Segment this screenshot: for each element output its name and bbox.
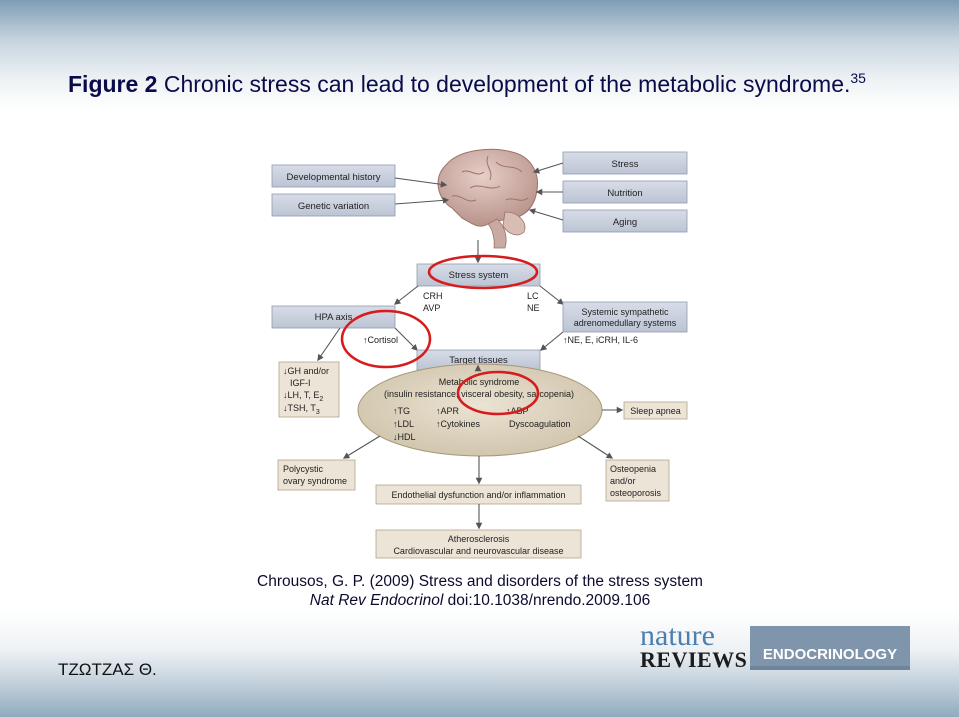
aging-box	[562, 209, 688, 233]
arrow-sympathetic-target	[539, 331, 564, 351]
target-tissues-label: Target tissues	[449, 355, 508, 366]
lc-label: LC	[527, 291, 539, 301]
title-text: Chronic stress can lead to development o…	[157, 71, 851, 97]
arrow-pcos	[342, 435, 381, 459]
genetic-variation-box	[271, 193, 396, 217]
systemic-sympathetic-label-2: adrenomedullary systems	[574, 318, 677, 328]
pcos-line-1: Polycystic	[283, 464, 324, 474]
citation-line-1: Chrousos, G. P. (2009) Stress and disord…	[257, 573, 703, 590]
atherosclerosis-box	[375, 529, 582, 559]
avp-label: AVP	[423, 303, 440, 313]
arrow-hpa-gh	[317, 327, 341, 362]
ne-label: NE	[527, 303, 540, 313]
gh-box	[278, 361, 340, 418]
cortisol-label: ↑Cortisol	[363, 335, 398, 345]
logo-nature-text: nature	[640, 619, 715, 652]
arrow-to-hpa	[393, 285, 419, 305]
citation: Chrousos, G. P. (2009) Stress and disord…	[230, 572, 730, 610]
citation-doi: doi:10.1038/nrendo.2009.106	[443, 592, 651, 609]
hdl-label: ↓HDL	[393, 432, 416, 442]
brain-icon	[437, 148, 539, 249]
osteo-line-1: Osteopenia	[610, 464, 656, 474]
nutrition-label: Nutrition	[607, 188, 642, 199]
crh-label: CRH	[423, 291, 443, 301]
metabolic-syndrome-label: Metabolic syndrome	[439, 377, 520, 387]
gh-line-1: ↓GH and/or	[283, 366, 329, 376]
citation-journal: Nat Rev Endocrinol	[309, 592, 444, 609]
atherosclerosis-line-1: Atherosclerosis	[448, 534, 510, 544]
developmental-history-box	[271, 164, 396, 188]
hpa-axis-box	[271, 305, 396, 329]
citation-line-2: Nat Rev Endocrinol doi:10.1038/nrendo.20…	[230, 591, 730, 610]
systemic-sympathetic-label-1: Systemic sympathetic	[581, 307, 669, 317]
logo-endocrinology-band: ENDOCRINOLOGY	[750, 626, 910, 670]
arrow-genetic	[394, 197, 450, 205]
stress-system-label: Stress system	[449, 270, 509, 281]
ne-list-label: ↑NE, E, iCRH, IL-6	[563, 335, 638, 345]
osteo-line-2: and/or	[610, 476, 636, 486]
gh-line-4: ↓TSH, T3	[283, 403, 320, 416]
gh-line-2: IGF-I	[290, 378, 311, 388]
pcos-box	[277, 459, 356, 491]
sleep-apnea-box	[623, 401, 688, 420]
highlight-visceral-obesity	[456, 370, 540, 416]
developmental-history-label: Developmental history	[287, 172, 381, 183]
arrow-to-sympathetic	[539, 285, 565, 305]
apr-label: ↑APR	[436, 406, 460, 416]
osteo-box	[605, 459, 670, 502]
arrow-osteo	[577, 435, 614, 459]
arrow-aging	[528, 208, 564, 221]
highlight-stress-system	[427, 254, 539, 290]
endothelial-label: Endothelial dysfunction and/or inflammat…	[391, 490, 565, 500]
aging-label: Aging	[613, 217, 637, 228]
hpa-axis-label: HPA axis	[315, 312, 353, 323]
tg-label: ↑TG	[393, 406, 410, 416]
stress-label: Stress	[612, 159, 639, 170]
pcos-line-2: ovary syndrome	[283, 476, 347, 486]
author-name: ΤΖΩΤΖΑΣ Θ.	[58, 660, 157, 679]
gh-line-3: ↓LH, T, E2	[283, 390, 323, 403]
cytokines-label: ↑Cytokines	[436, 419, 481, 429]
stress-system-box	[416, 263, 541, 287]
atherosclerosis-line-2: Cardiovascular and neurovascular disease	[393, 546, 563, 556]
title-reference: 35	[850, 70, 866, 86]
nature-reviews-logo: nature REVIEWS ENDOCRINOLOGY	[640, 621, 910, 673]
genetic-variation-label: Genetic variation	[298, 201, 369, 212]
sleep-apnea-label: Sleep apnea	[630, 406, 681, 416]
logo-reviews-text: REVIEWS	[640, 647, 748, 672]
dyscoagulation-label: Dyscoagulation	[509, 419, 571, 429]
slide-title: Figure 2 Chronic stress can lead to deve…	[68, 70, 866, 98]
arrow-hpa-target	[394, 327, 418, 351]
metabolic-detail-label: (insulin resistance, visceral obesity, s…	[384, 389, 574, 399]
figure-label: Figure 2	[68, 71, 158, 97]
systemic-sympathetic-box	[562, 301, 688, 333]
osteo-line-3: osteoporosis	[610, 488, 662, 498]
arrow-developmental	[394, 177, 448, 188]
ldl-label: ↑LDL	[393, 419, 414, 429]
arrow-stress	[532, 162, 564, 174]
highlight-cortisol	[340, 309, 432, 369]
